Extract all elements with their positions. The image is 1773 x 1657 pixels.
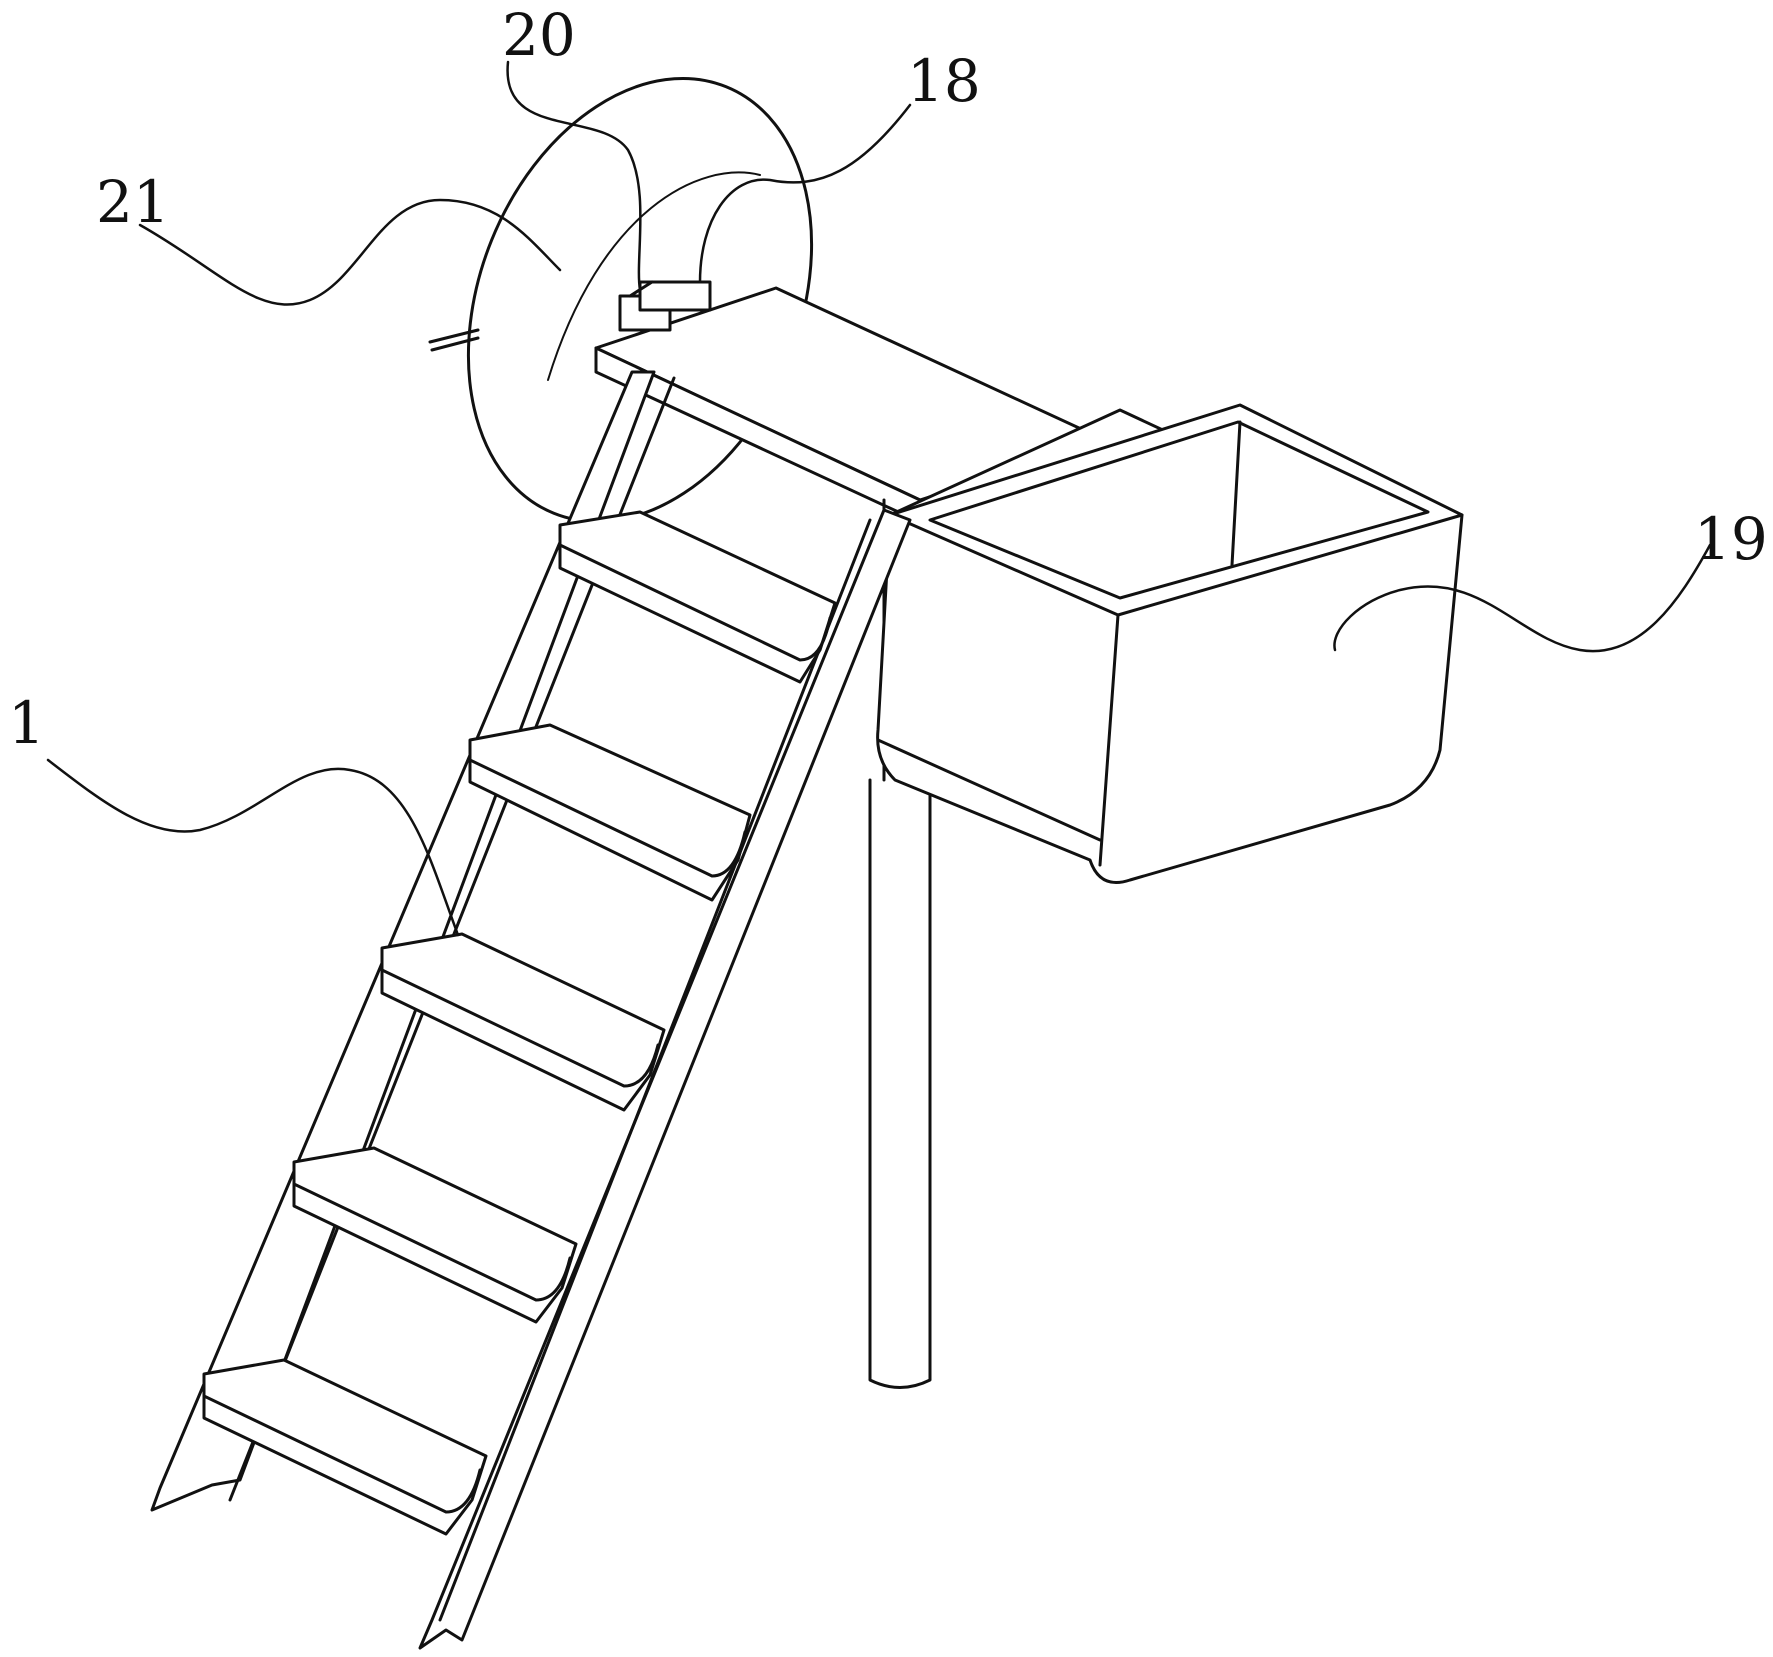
leader-19 [1333,543,1712,653]
callout-18: 18 [907,47,981,115]
leader-1 [46,758,460,937]
step-2 [468,723,752,902]
step-1 [558,510,837,684]
leader-lines [46,60,1712,937]
ladder [150,370,912,1650]
leader-18 [698,103,912,284]
callout-19: 19 [1694,505,1768,573]
step-5 [202,1358,488,1536]
step-3 [380,932,666,1112]
top-platform [594,280,1107,524]
step-4 [292,1146,578,1324]
callout-1: 1 [8,689,45,757]
callout-21: 21 [96,168,170,236]
callout-20: 20 [502,1,576,69]
hopper [876,403,1464,884]
leader-20 [506,60,642,292]
leader-21 [138,198,562,306]
